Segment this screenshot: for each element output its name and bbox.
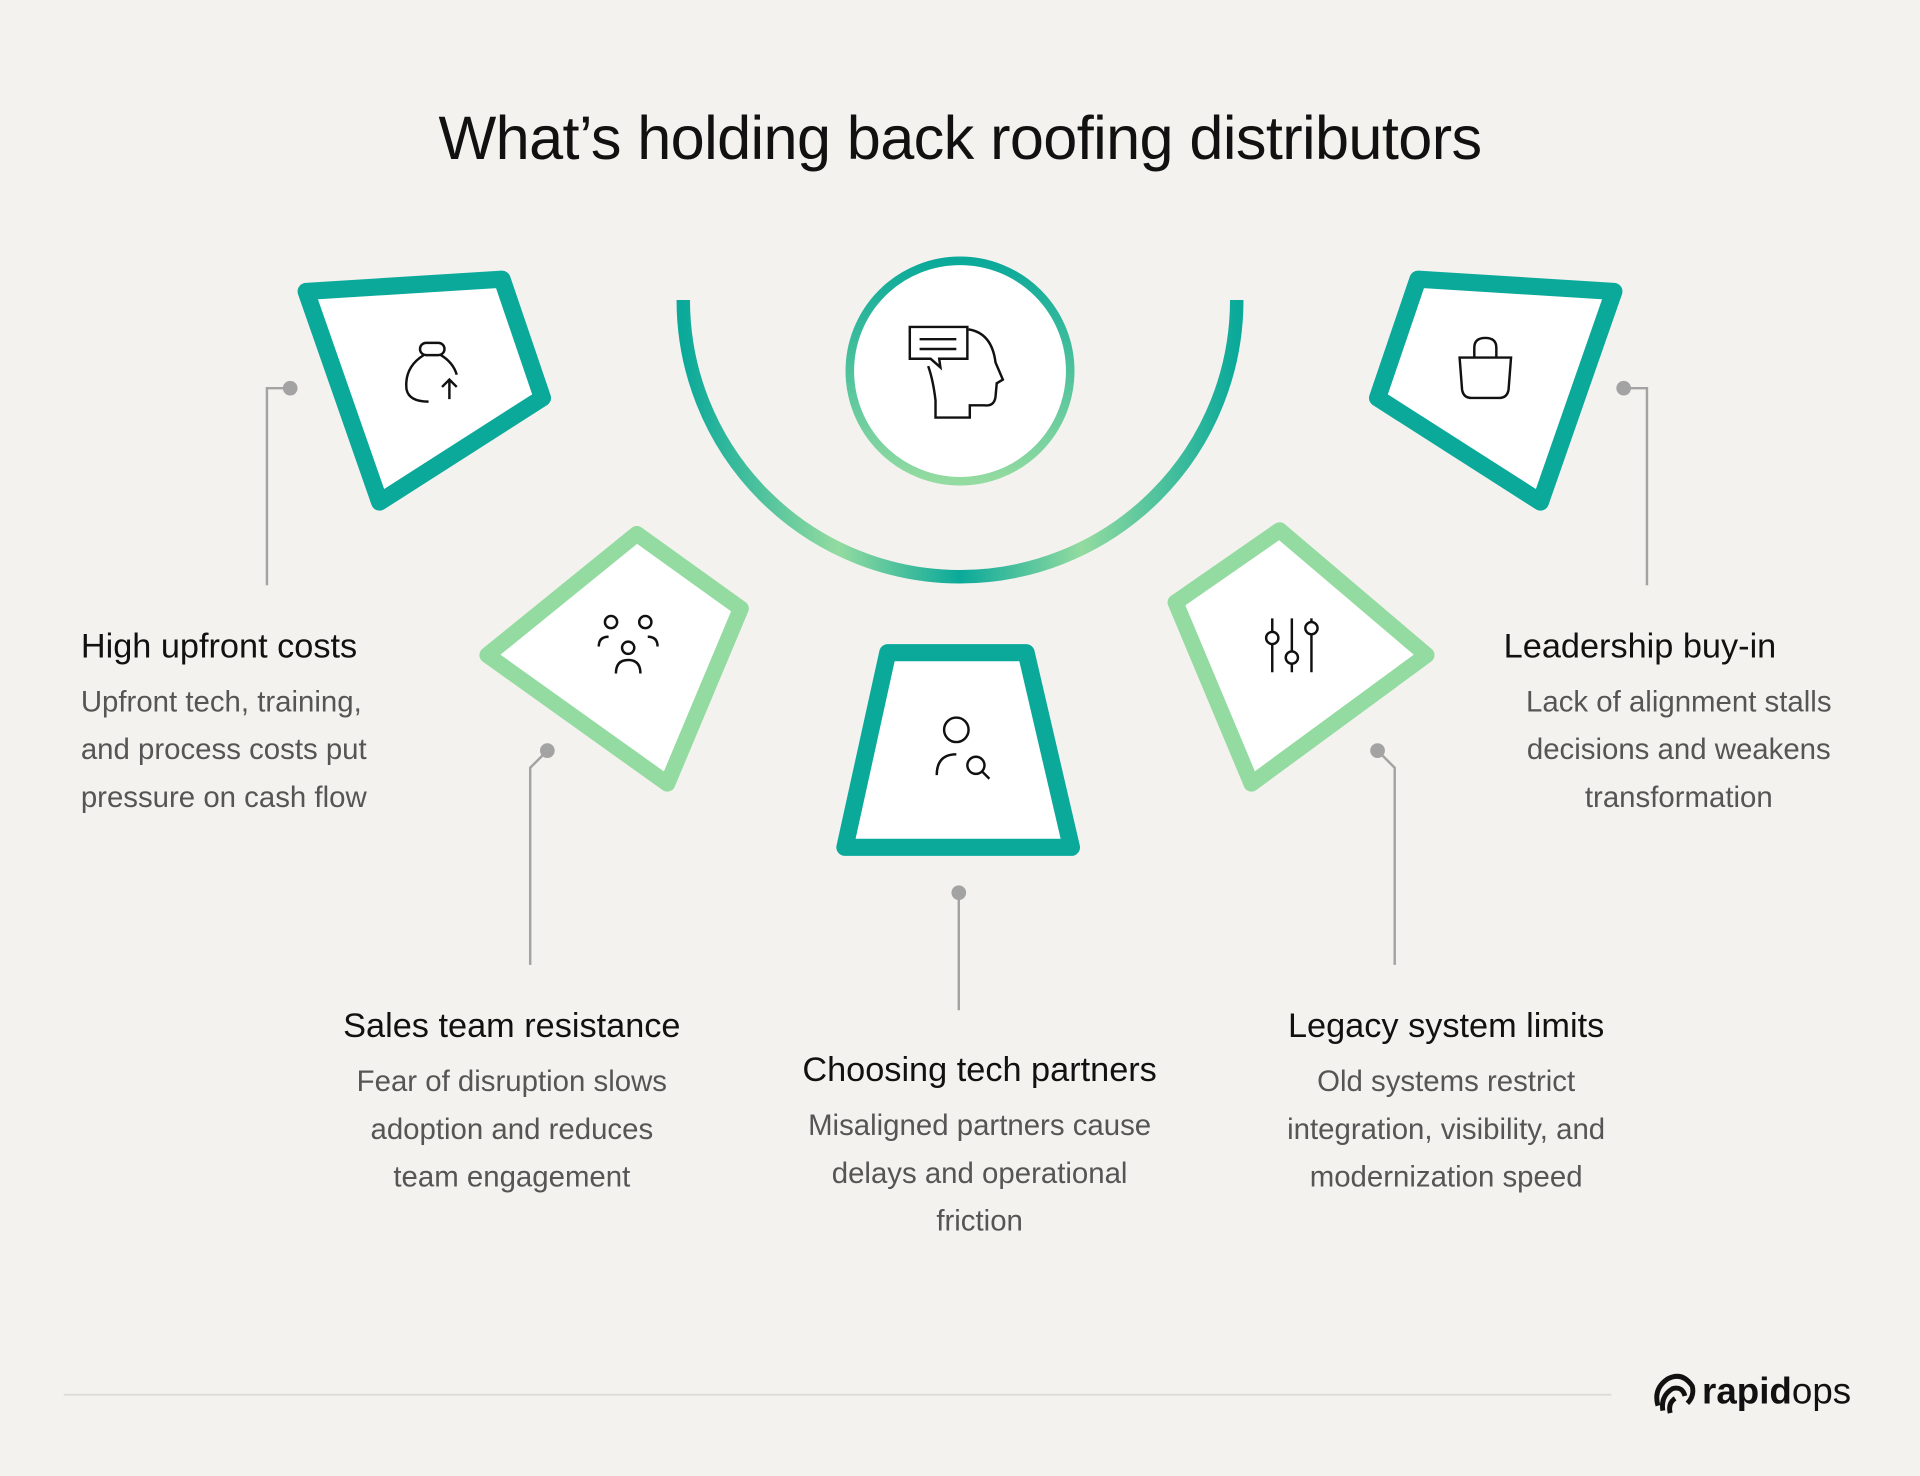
connector-dots [282,380,1632,901]
item-legacy-system-limits: Legacy system limits Old systems restric… [1195,1007,1697,1202]
sliders-icon [1264,618,1319,673]
connectors [63,386,1649,1396]
item-title: Choosing tech partners [802,1050,1157,1089]
center-circle [845,256,1075,486]
item-title: Leadership buy-in [1503,626,1777,665]
team-group-icon [597,614,659,674]
head-with-speech-bubble-icon [908,325,1005,419]
item-leadership-buy-in: Leadership buy-in Lack of alignment stal… [1477,627,1881,822]
shape-legacy-system-limits [1167,522,1435,792]
item-title: High upfront costs [80,626,358,665]
shape-sales-team-resistance [479,525,749,792]
shape-choosing-tech-partners [836,644,1081,856]
user-search-icon [935,716,991,780]
item-title: Sales team resistance [343,1006,681,1045]
logo-swirl-icon [1654,1373,1696,1414]
page-title: What’s holding back roofing distributors [438,104,1483,173]
item-description: Upfront tech, training,and process costs… [80,685,367,815]
shape-high-upfront-costs [297,270,552,511]
logo-text-bold: rapid [1702,1371,1792,1412]
rapidops-logo: rapidops [1651,1369,1851,1416]
item-title: Legacy system limits [1287,1006,1605,1045]
logo-text-light: ops [1791,1371,1852,1412]
shopping-bag-icon [1458,336,1513,400]
money-bag-arrow-up-icon [405,341,458,403]
semicircle-arc [676,299,1244,584]
item-sales-team-resistance: Sales team resistance Fear of disruption… [267,1007,757,1202]
shape-leadership-buy-in [1368,270,1623,511]
item-high-upfront-costs: High upfront costs Upfront tech, trainin… [81,627,367,822]
item-choosing-tech-partners: Choosing tech partners Misaligned partne… [735,1051,1225,1246]
